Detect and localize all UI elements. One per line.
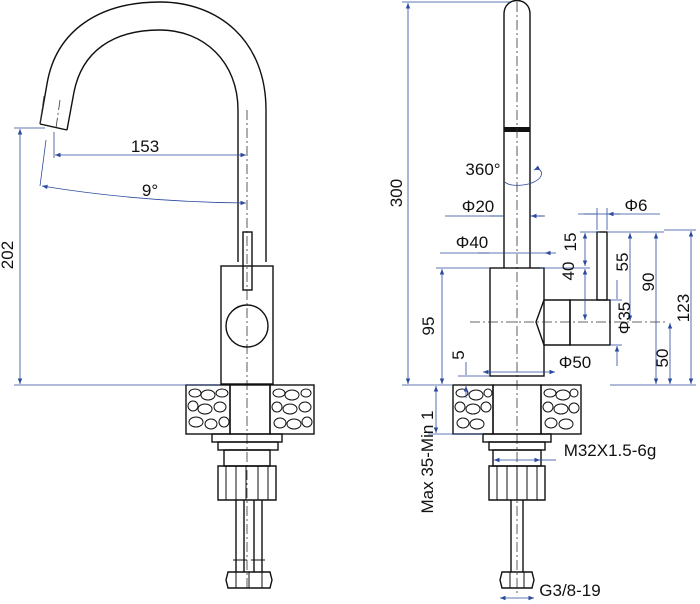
front-stones	[187, 388, 313, 430]
side-fixing-nut	[488, 465, 546, 501]
side-handle-cap	[569, 299, 611, 346]
side-dim-counter-label: Max 35-Min 1	[418, 411, 437, 514]
front-dim-9-label: 9°	[142, 181, 158, 200]
front-spout-outer	[39, 1, 267, 262]
side-handle	[535, 299, 571, 346]
side-rotation-arrow	[504, 165, 542, 186]
front-hose-right	[253, 500, 263, 572]
front-dim-153-label: 153	[131, 137, 159, 156]
side-dim-thread-label: M32X1.5-6g	[564, 441, 657, 460]
side-dim-123-label: 123	[674, 294, 693, 322]
side-dim-360-label: 360°	[465, 160, 500, 179]
side-stones	[454, 388, 580, 430]
front-dim-9-ext	[39, 139, 47, 187]
front-hose-fitting	[225, 571, 273, 589]
side-fixing-nut-ribs	[496, 466, 538, 500]
front-dim-9-arc	[41, 184, 247, 206]
side-dim-d50-label: Φ50	[559, 353, 591, 372]
side-dim-40-label: 40	[559, 262, 578, 281]
side-dim-15-label: 15	[561, 233, 580, 252]
side-dim-5-label: 5	[449, 350, 468, 359]
side-dim-50-label: 50	[653, 349, 672, 368]
front-hose-fitting-detail	[235, 572, 263, 588]
side-dim-95-label: 95	[419, 317, 438, 336]
front-dim-202-label: 202	[0, 241, 17, 269]
side-shank	[492, 384, 542, 435]
side-hose-fitting	[499, 571, 535, 589]
front-spout-tip-hatch	[39, 95, 61, 129]
side-view: 300 360° Φ20 Φ6 Φ40 15 40 55 90	[387, 0, 696, 601]
side-dim-d6-ext	[596, 208, 608, 230]
side-dim-d40-label: Φ40	[456, 233, 488, 252]
side-dim-d6-label: Φ6	[624, 196, 647, 215]
front-body	[220, 265, 274, 385]
side-hose	[510, 500, 524, 572]
side-dim-d20-label: Φ20	[462, 197, 494, 216]
front-handle-circle	[225, 304, 269, 348]
front-fixing-nut-ribs	[225, 466, 269, 500]
side-spout	[503, 0, 531, 268]
front-view: 202 153 9°	[0, 1, 315, 590]
side-dim-90-label: 90	[639, 273, 658, 292]
front-spout-tip	[39, 123, 68, 131]
side-dim-55-label: 55	[613, 253, 632, 272]
front-spout-inner	[66, 29, 239, 262]
front-shank	[229, 384, 271, 435]
front-nut-cap	[223, 449, 271, 467]
side-lever	[596, 231, 608, 301]
side-dim-123-ext	[610, 229, 696, 386]
side-dim-d35-label: Φ35	[615, 302, 634, 334]
side-dim-hose-label: G3/8-19	[539, 581, 600, 600]
front-lever	[242, 231, 253, 291]
side-hose-fitting-detail	[509, 572, 525, 588]
side-dim-300-label: 300	[387, 179, 406, 207]
front-washer-2	[217, 441, 279, 451]
front-hose-left	[235, 500, 245, 572]
